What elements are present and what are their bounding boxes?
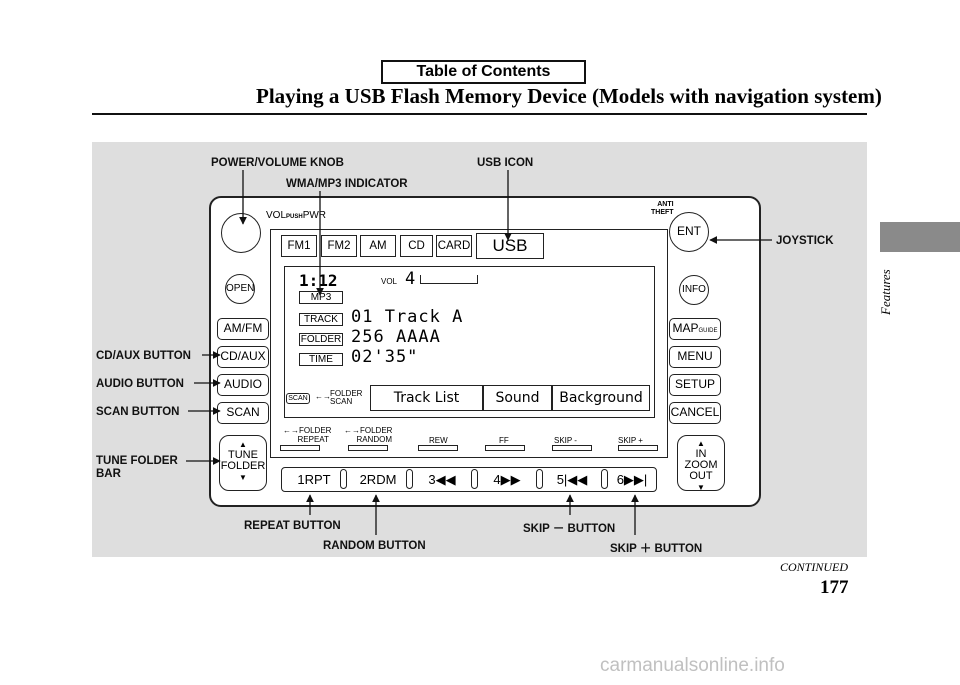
vol-label: VOL: [381, 277, 398, 286]
ff-bar: [485, 445, 525, 451]
audio-button[interactable]: AUDIO: [217, 374, 269, 396]
section-label: Features: [878, 269, 893, 315]
vol-level: 4: [405, 269, 416, 289]
watermark: carmanualsonline.info: [600, 655, 785, 676]
page-title: Playing a USB Flash Memory Device (Model…: [256, 84, 882, 108]
navigation-screen: FM1 FM2 AM CD CARD USB 1:12 VOL 4 MP3 TR…: [270, 229, 668, 458]
folder-label: FOLDER: [299, 333, 343, 346]
vol-pwr-label: VOLPUSHPWR: [266, 210, 327, 221]
open-button[interactable]: OPEN: [225, 274, 255, 304]
skip-plus-label: SKIP +: [618, 436, 643, 445]
callout-scan-button: SCAN BUTTON: [96, 406, 180, 418]
continued-label: CONTINUED: [780, 560, 849, 574]
track-label: TRACK: [299, 313, 343, 326]
cd-aux-button[interactable]: CD/AUX: [217, 346, 269, 368]
zoom-bar[interactable]: ▲ IN ZOOM OUT ▼: [677, 435, 725, 492]
rew-bar: [418, 445, 458, 451]
am-fm-button[interactable]: AM/FM: [217, 318, 269, 340]
setup-button[interactable]: SETUP: [669, 374, 721, 396]
table-of-contents-link[interactable]: Table of Contents: [381, 60, 586, 84]
time-value: 02'35": [351, 347, 419, 367]
title-rule: [92, 113, 867, 115]
ff-label: FF: [499, 436, 509, 445]
preset-button-row: 1RPT 2RDM 3◀◀ 4▶▶ 5|◀◀ 6▶▶|: [281, 467, 657, 492]
preset-divider: [536, 469, 543, 489]
preset-1-repeat-button[interactable]: 1RPT: [297, 472, 331, 487]
callout-skip-minus-button: SKIP － BUTTON: [523, 523, 616, 535]
folder-value: 256 AAAA: [351, 327, 441, 347]
elapsed-time: 1:12: [299, 271, 338, 290]
tab-fm1[interactable]: FM1: [281, 235, 317, 257]
track-value: 01 Track A: [351, 307, 464, 327]
map-guide-button[interactable]: MAPGUIDE: [669, 318, 721, 340]
callout-skip-plus-button: SKIP ＋ BUTTON: [610, 543, 703, 555]
time-label: TIME: [299, 353, 343, 366]
lcd-display: 1:12 VOL 4 MP3 TRACK 01 Track A FOLDER 2…: [284, 266, 655, 418]
preset-divider: [340, 469, 347, 489]
info-button[interactable]: INFO: [679, 275, 709, 305]
callout-repeat-button: REPEAT BUTTON: [244, 520, 341, 532]
section-tab: [880, 222, 960, 252]
tab-usb[interactable]: USB: [476, 233, 544, 259]
preset-divider: [601, 469, 608, 489]
callout-random-button: RANDOM BUTTON: [323, 540, 426, 552]
skip-minus-label: SKIP -: [554, 436, 577, 445]
callout-tune-folder-bar: TUNE FOLDER: [96, 455, 178, 467]
skip-minus-bar: [552, 445, 592, 451]
callout-cd-aux-button: CD/AUX BUTTON: [96, 350, 191, 362]
menu-button[interactable]: MENU: [669, 346, 721, 368]
page-number: 177: [820, 577, 849, 598]
preset-4-ff-button[interactable]: 4▶▶: [493, 472, 521, 487]
scan-button[interactable]: SCAN: [217, 402, 269, 424]
track-list-tab[interactable]: Track List: [370, 385, 483, 411]
rew-label: REW: [429, 436, 448, 445]
callout-audio-button: AUDIO BUTTON: [96, 378, 184, 390]
cancel-button[interactable]: CANCEL: [669, 402, 721, 424]
callout-wma-mp3-indicator: WMA/MP3 INDICATOR: [286, 178, 408, 190]
preset-2-random-button[interactable]: 2RDM: [359, 472, 397, 487]
volume-bar: [420, 275, 478, 284]
sound-tab[interactable]: Sound: [483, 385, 552, 411]
tab-cd[interactable]: CD: [400, 235, 433, 257]
scan-arrow: ←→: [315, 392, 331, 401]
joystick[interactable]: ENT: [669, 212, 709, 252]
folder-random-bar: [348, 445, 388, 451]
tab-fm2[interactable]: FM2: [321, 235, 357, 257]
callout-joystick: JOYSTICK: [776, 235, 834, 247]
callout-tune-folder-bar-line2: BAR: [96, 468, 121, 480]
tab-am[interactable]: AM: [360, 235, 396, 257]
scan-indicator: SCAN: [286, 393, 310, 404]
preset-6-skip-plus-button[interactable]: 6▶▶|: [616, 472, 648, 487]
background-tab[interactable]: Background: [552, 385, 650, 411]
callout-power-volume-knob: POWER/VOLUME KNOB: [211, 157, 344, 169]
skip-plus-bar: [618, 445, 658, 451]
folder-repeat-bar: [280, 445, 320, 451]
tab-card[interactable]: CARD: [436, 235, 472, 257]
preset-5-skip-minus-button[interactable]: 5|◀◀: [556, 472, 588, 487]
preset-divider: [471, 469, 478, 489]
preset-3-rew-button[interactable]: 3◀◀: [428, 472, 456, 487]
callout-usb-icon: USB ICON: [477, 157, 534, 169]
preset-divider: [406, 469, 413, 489]
